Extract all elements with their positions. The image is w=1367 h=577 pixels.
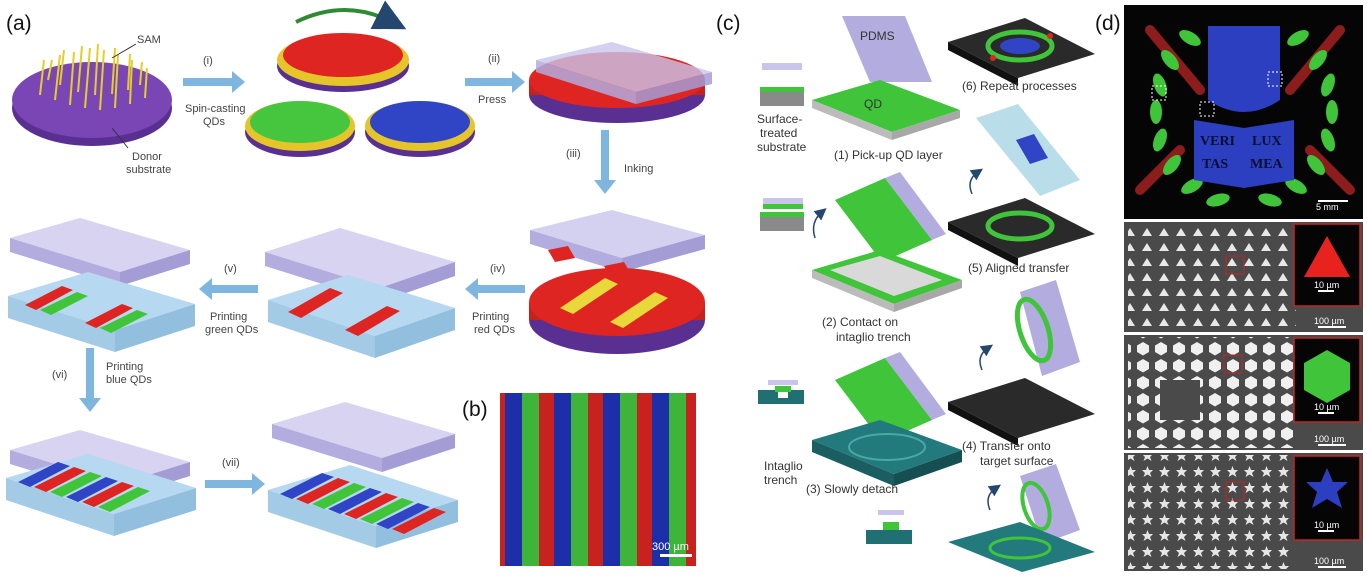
print-red-label-2: red QDs <box>474 324 515 336</box>
inked-stamp-illustration <box>529 210 705 354</box>
qd-layer <box>812 80 960 132</box>
red-green-device <box>8 218 195 352</box>
scale-label-100-a: 100 µm <box>1314 316 1344 326</box>
arrow-iv <box>465 278 525 300</box>
inking-label: Inking <box>624 163 653 175</box>
logo-text-tas: TAS <box>1202 157 1228 172</box>
contact-side-view <box>760 198 804 231</box>
step1-label: (1) Pick-up QD layer <box>834 148 943 162</box>
scale-label-b: 300 µm <box>652 541 689 553</box>
scale-label-10-b: 10 µm <box>1314 402 1339 412</box>
rgb-stripe-micrograph <box>500 393 696 566</box>
print-blue-label-1: Printing <box>106 361 143 373</box>
step-ii-label: (ii) <box>488 53 500 65</box>
blue-shield-book: VERI LUX TAS MEA <box>1194 26 1294 188</box>
arrow-v <box>199 278 258 300</box>
qd-label: QD <box>864 97 882 111</box>
trench-label-2: trench <box>764 473 797 487</box>
scale-bar-top <box>1318 200 1348 202</box>
spin-label-1: Spin-casting <box>185 103 246 115</box>
panel-b-label: (b) <box>462 398 488 421</box>
intaglio-trench-substrate <box>812 420 962 474</box>
step5-label: (5) Aligned transfer <box>968 261 1069 275</box>
donor-label-2: substrate <box>126 164 171 176</box>
step-v-label: (v) <box>224 263 237 275</box>
step-iv-label: (iv) <box>490 263 505 275</box>
print-blue-label-2: blue QDs <box>106 374 152 386</box>
step4-label-1: (4) Transfer onto <box>962 439 1051 453</box>
step-i-label: (i) <box>203 55 213 67</box>
arrow-vii <box>205 473 265 495</box>
step3-label: (3) Slowly detach <box>806 482 898 496</box>
donor-substrate-illustration <box>12 43 172 149</box>
scale-label-100-b: 100 µm <box>1314 434 1344 444</box>
arrow-ii <box>465 71 525 93</box>
scale-label-10-c: 10 µm <box>1314 520 1339 530</box>
scale-label-top: 5 mm <box>1316 202 1339 212</box>
red-printed-device <box>265 228 455 358</box>
green-qd-disc <box>245 101 355 157</box>
scale-label-10-a: 10 µm <box>1314 280 1339 290</box>
final-side-view <box>866 510 912 544</box>
scale-label-100-c: 100 µm <box>1314 556 1344 566</box>
logo-text-veri: VERI <box>1200 134 1235 149</box>
print-green-label-2: green QDs <box>205 324 259 336</box>
panel-b: (b) 300 µm <box>462 393 696 566</box>
surface-label-2: treated <box>760 126 797 140</box>
pickup-side-view <box>760 63 804 106</box>
rgb-device-with-stamp <box>6 430 196 536</box>
aligned-target <box>948 198 1095 258</box>
step2-label-2: intaglio trench <box>836 330 911 344</box>
spin-label-2: QDs <box>203 116 226 128</box>
target-surface <box>948 378 1095 438</box>
stamp-step2 <box>835 178 932 262</box>
arrow-i <box>183 71 245 93</box>
detach-side-view <box>758 380 804 404</box>
donor-label-1: Donor <box>132 151 162 163</box>
panel-c-label: (c) <box>716 12 741 35</box>
print-green-label-1: Printing <box>210 311 247 323</box>
panel-c: (c) PDMS QD Surface- treated substrate (… <box>716 12 1095 572</box>
step2-label-1: (2) Contact on <box>822 315 898 329</box>
teal-substrate <box>948 522 1095 572</box>
sam-label: SAM <box>137 34 161 46</box>
panel-d-label: (d) <box>1095 12 1121 35</box>
step6-label: (6) Repeat processes <box>962 79 1077 93</box>
panel-a: (a) SAM Donor substrate (i) Spin-casting… <box>6 0 712 548</box>
red-qd-disc <box>277 0 409 92</box>
press-label: Press <box>478 94 507 106</box>
pdms-stamp <box>842 16 932 82</box>
arrow-vi <box>79 348 101 412</box>
pdms-label: PDMS <box>860 29 895 43</box>
scale-bar-b <box>660 554 692 557</box>
press-stamp-illustration <box>529 42 712 123</box>
step-vi-label: (vi) <box>52 369 67 381</box>
step-iii-label: (iii) <box>566 148 581 160</box>
step-vii-label: (vii) <box>222 457 240 469</box>
panel-a-label: (a) <box>6 12 32 35</box>
step4-label-2: target surface <box>980 454 1054 468</box>
final-rgb-device <box>268 402 458 548</box>
surface-label-1: Surface- <box>757 112 802 126</box>
print-red-label-1: Printing <box>472 311 509 323</box>
laurel-wreath <box>1150 30 1338 207</box>
logo-text-lux: LUX <box>1252 134 1282 149</box>
surface-label-3: substrate <box>757 140 807 154</box>
trench-label-1: Intaglio <box>764 459 803 473</box>
panel-d: (d) VERI LUX <box>1095 5 1363 571</box>
stamp-step3 <box>835 358 932 442</box>
logo-text-mea: MEA <box>1250 157 1284 172</box>
blue-qd-disc <box>365 101 475 157</box>
arrow-iii <box>594 130 616 194</box>
